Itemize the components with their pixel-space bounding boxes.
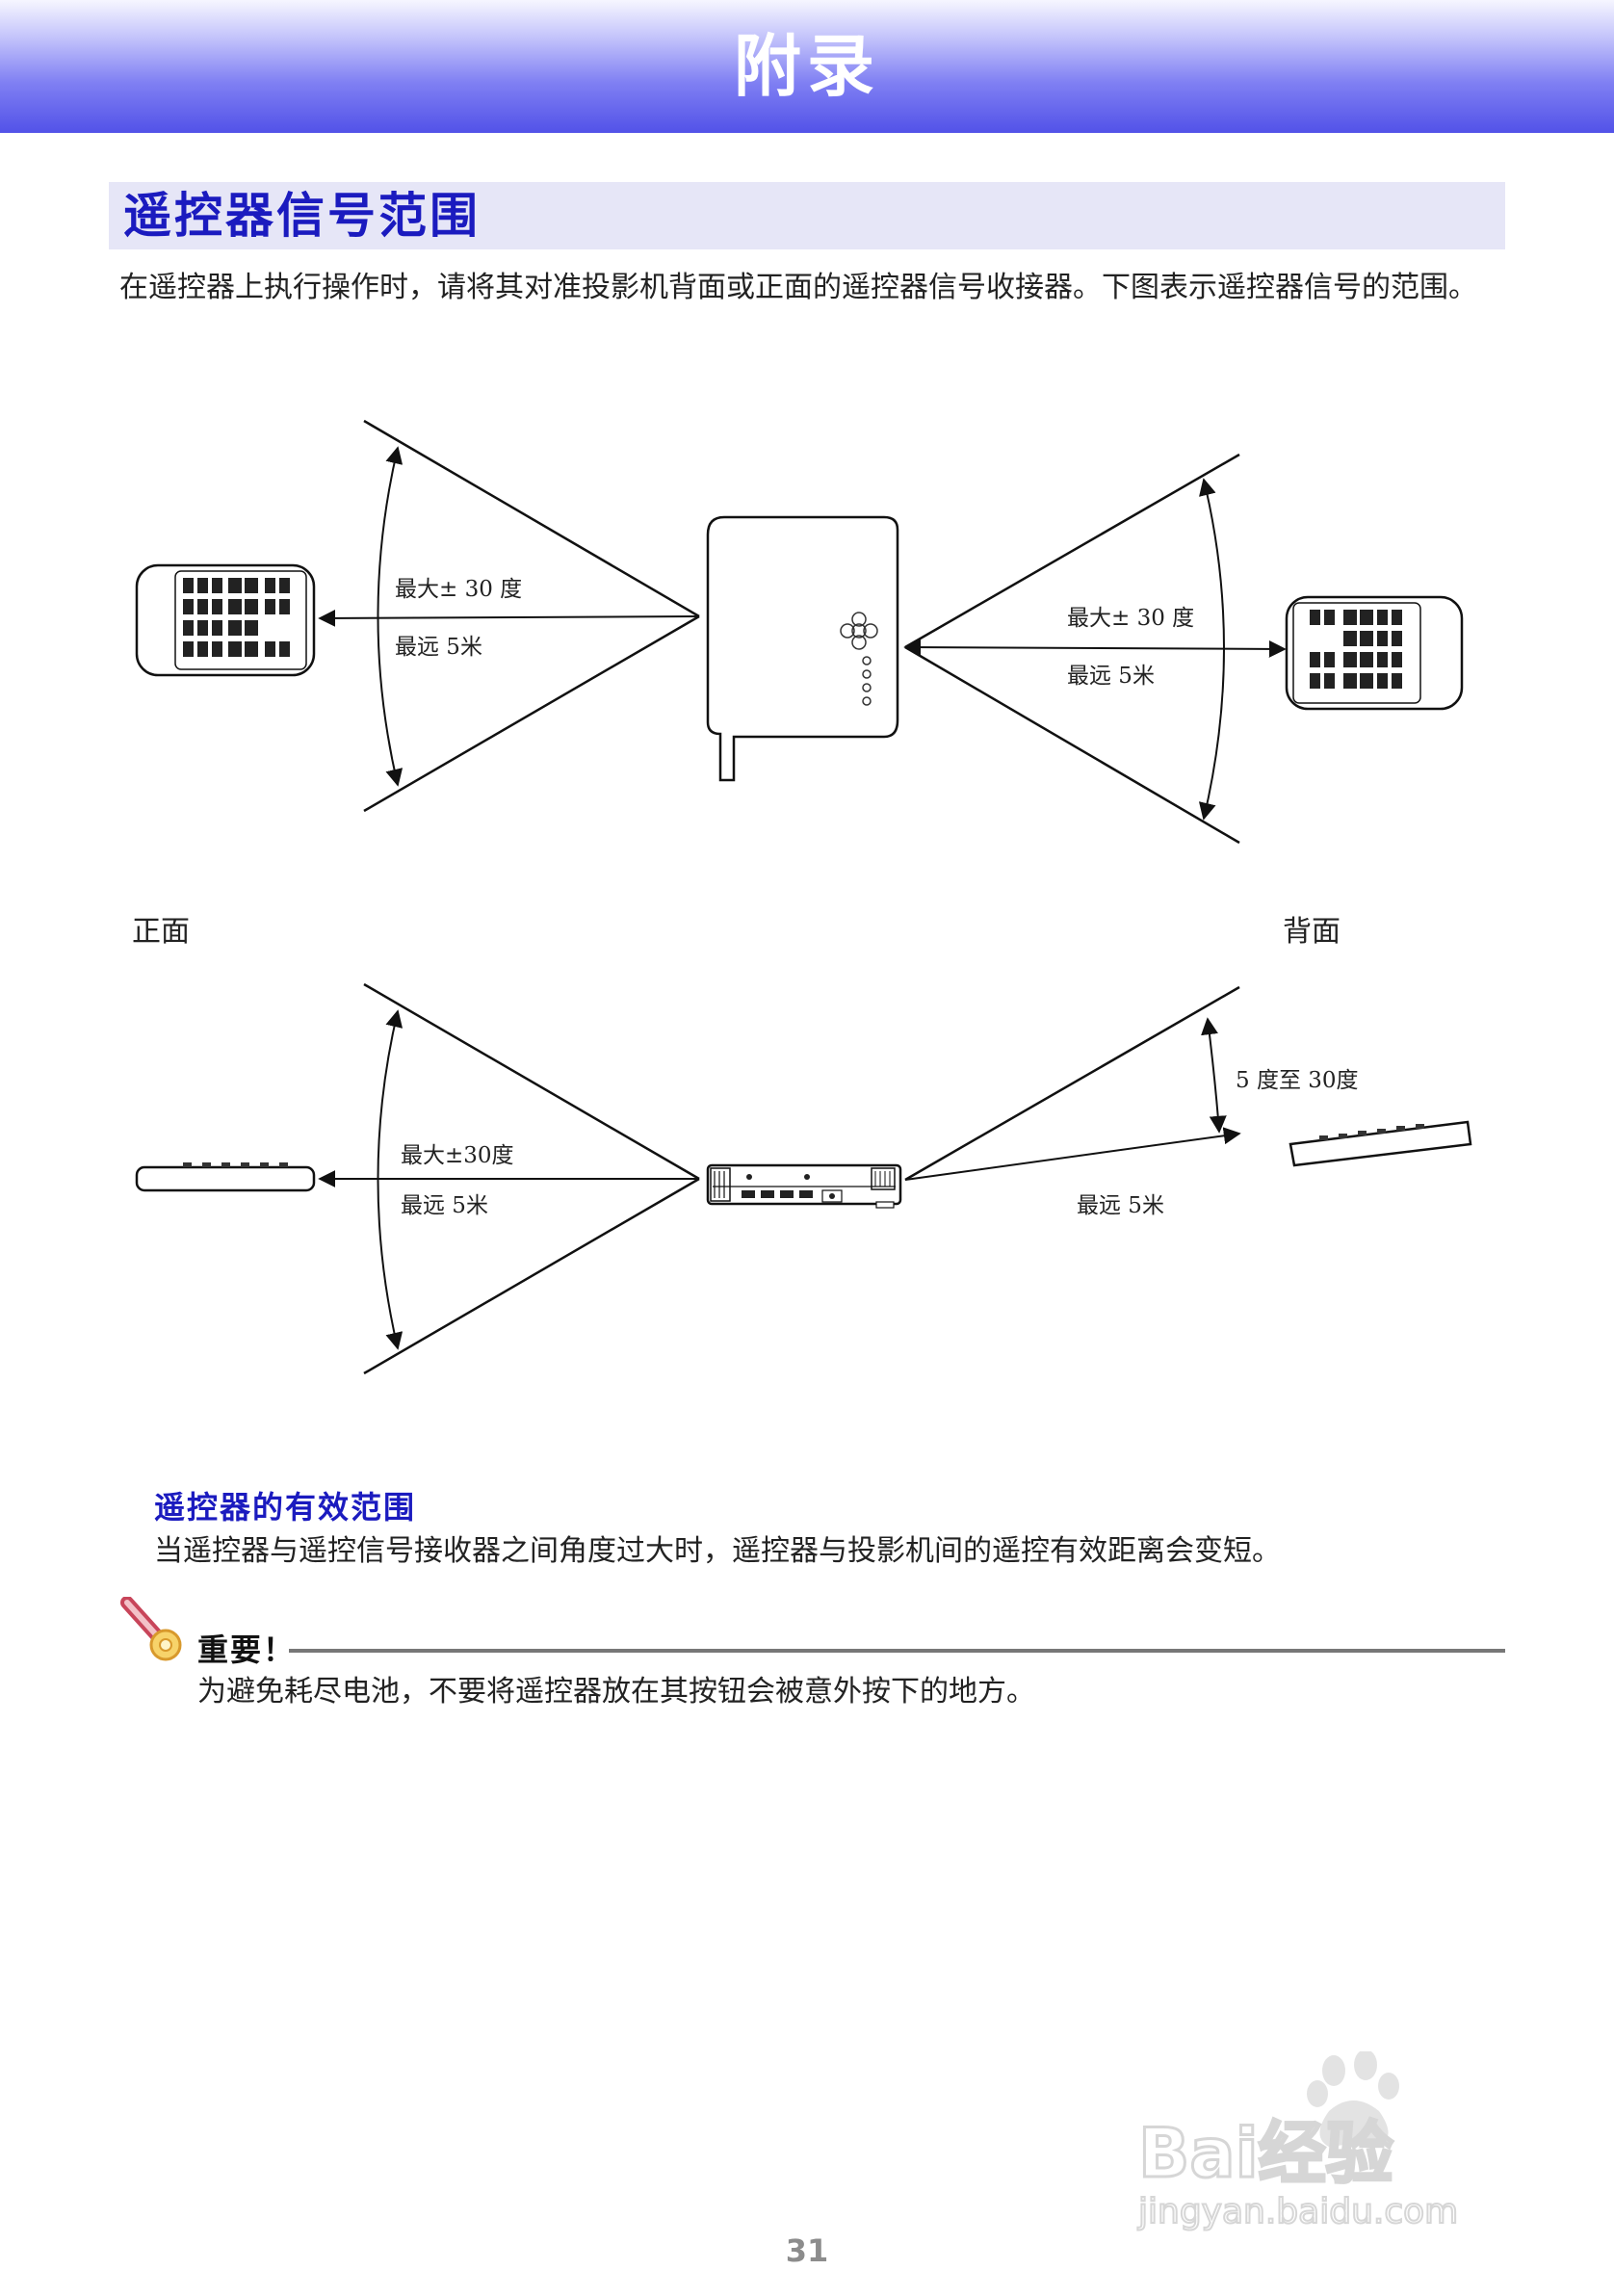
- bottom-left-angle-label: 最大±30度: [401, 1143, 514, 1168]
- bottom-right-angle-label: 5 度至 30度: [1236, 1068, 1359, 1093]
- left-range-cone-top: [318, 419, 700, 813]
- section-header: 遥控器信号范围: [109, 182, 1505, 249]
- left-range-cone-bottom: [318, 982, 700, 1375]
- page-title: 附录: [734, 27, 880, 106]
- section-title: 遥控器信号范围: [123, 188, 481, 244]
- top-banner: 附录: [0, 0, 1614, 133]
- front-label: 正面: [132, 915, 190, 949]
- important-divider: [289, 1649, 1505, 1653]
- baidu-watermark: Bai经验 jingyan.baidu.com: [1136, 2051, 1459, 2232]
- projector-side-view: [706, 1163, 902, 1209]
- remote-back-top: [1285, 595, 1464, 711]
- bottom-right-distance-label: 最远 5米: [1077, 1193, 1164, 1218]
- right-range-cone-top: [903, 453, 1287, 845]
- signal-range-figure: 最大± 30 度 最远 5米 最大± 30 度 最远 5米 正面 背面 最大±3…: [0, 395, 1614, 1464]
- top-left-angle-label: 最大± 30 度: [395, 577, 523, 602]
- intro-paragraph: 在遥控器上执行操作时，请将其对准投影机背面或正面的遥控器信号收接器。下图表示遥控…: [119, 271, 1477, 304]
- remote-front-top: [135, 563, 316, 677]
- important-body: 为避免耗尽电池，不要将遥控器放在其按钮会被意外按下的地方。: [197, 1675, 1035, 1709]
- effective-range-title: 遥控器的有效范围: [154, 1489, 417, 1526]
- bottom-left-distance-label: 最远 5米: [401, 1193, 488, 1218]
- remote-side-left: [135, 1162, 316, 1192]
- projector-back-view: [706, 515, 899, 782]
- watermark-brand: Bai经验: [1138, 2114, 1393, 2193]
- top-left-distance-label: 最远 5米: [395, 635, 482, 660]
- right-range-cone-bottom: [904, 985, 1241, 1182]
- back-label: 背面: [1283, 915, 1341, 949]
- watermark-url: jingyan.baidu.com: [1137, 2192, 1458, 2231]
- signal-range-diagram: [135, 419, 1472, 1375]
- page-number: 31: [785, 2232, 829, 2269]
- top-right-distance-label: 最远 5米: [1067, 664, 1155, 689]
- effective-range-body: 当遥控器与遥控信号接收器之间角度过大时，遥控器与投影机间的遥控有效距离会变短。: [154, 1534, 1281, 1568]
- top-right-angle-label: 最大± 30 度: [1067, 606, 1195, 631]
- important-title: 重要！: [197, 1631, 297, 1668]
- remote-side-right: [1289, 1120, 1472, 1167]
- important-icon: [120, 1597, 182, 1661]
